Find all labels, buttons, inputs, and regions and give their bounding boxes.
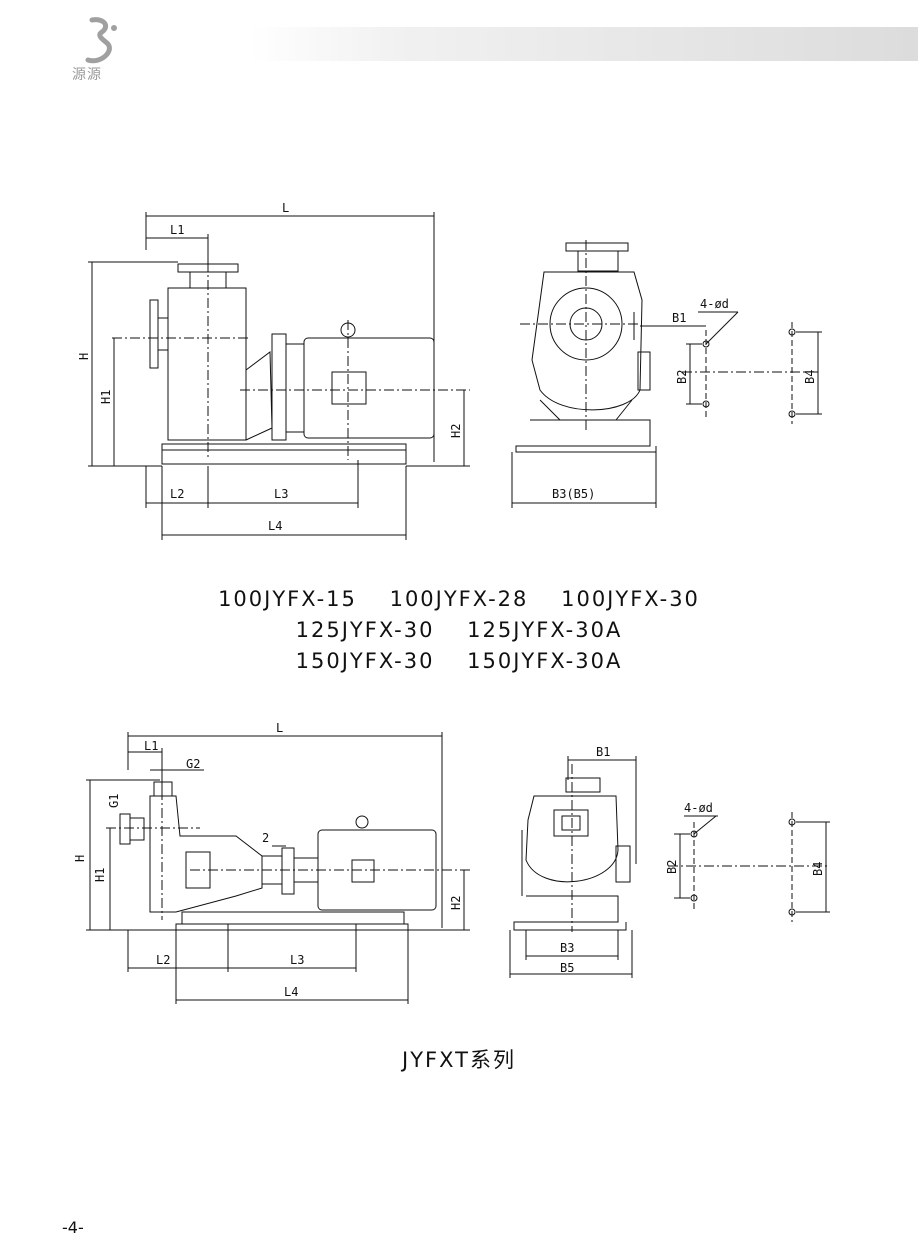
dim2-label-L2: L2 bbox=[156, 953, 170, 967]
dim2-label-B3: B3 bbox=[560, 941, 574, 955]
dim2-label-L: L bbox=[276, 721, 283, 735]
dim2-label-L4: L4 bbox=[284, 985, 298, 999]
dim2-label-two: 2 bbox=[262, 831, 269, 845]
dim2-label-H: H bbox=[73, 855, 87, 862]
dim-label-B3: B3(B5) bbox=[552, 487, 595, 501]
dim-label-H1: H1 bbox=[99, 390, 113, 404]
dim-label-B2: B2 bbox=[675, 370, 689, 384]
model-name: 100JYFX-15 bbox=[218, 587, 357, 611]
series-title: JYFXT系列 bbox=[402, 1048, 516, 1072]
pump-side-view-1 bbox=[88, 212, 470, 540]
dim2-label-B1: B1 bbox=[596, 745, 610, 759]
pump-front-view-1 bbox=[511, 240, 822, 508]
dim-label-H: H bbox=[77, 353, 91, 360]
pump-front-view-2 bbox=[509, 756, 830, 978]
dim-label-B1: B1 bbox=[672, 311, 686, 325]
dim2-label-H2: H2 bbox=[449, 896, 463, 910]
dim2-label-B4: B4 bbox=[811, 862, 825, 876]
model-row-2: 125JYFX-30 125JYFX-30A bbox=[0, 615, 918, 646]
model-name: 150JYFX-30 bbox=[295, 649, 435, 673]
dim2-label-G2: G2 bbox=[186, 757, 200, 771]
dim2-label-B5: B5 bbox=[560, 961, 574, 975]
dim2-label-L1: L1 bbox=[144, 739, 158, 753]
dim-label-L1: L1 bbox=[170, 223, 184, 237]
dim-label-H2: H2 bbox=[449, 424, 463, 438]
model-name: 125JYFX-30 bbox=[295, 618, 435, 642]
dim-label-L3: L3 bbox=[274, 487, 288, 501]
dim2-label-hole: 4-ød bbox=[684, 801, 713, 815]
dim2-label-B2: B2 bbox=[665, 860, 679, 874]
header-gradient-bar bbox=[250, 27, 918, 61]
dim-label-L2: L2 bbox=[170, 487, 184, 501]
logo-text: 源源 bbox=[72, 67, 102, 83]
dim2-label-H1: H1 bbox=[93, 868, 107, 882]
dim2-label-L3: L3 bbox=[290, 953, 304, 967]
model-name: 100JYFX-30 bbox=[561, 587, 700, 611]
model-name: 150JYFX-30A bbox=[467, 649, 623, 673]
dim-label-L: L bbox=[282, 201, 289, 215]
model-row-3: 150JYFX-30 150JYFX-30A bbox=[0, 646, 918, 677]
dim-label-hole: 4-ød bbox=[700, 297, 729, 311]
pump-side-view-2 bbox=[86, 732, 470, 1004]
company-logo-icon bbox=[85, 17, 117, 64]
model-name: 125JYFX-30A bbox=[467, 618, 623, 642]
model-name: 100JYFX-28 bbox=[389, 587, 529, 611]
dim2-label-G1: G1 bbox=[107, 794, 121, 808]
model-row-1: 100JYFX-15 100JYFX-28 100JYFX-30 bbox=[0, 584, 918, 615]
dim-label-L4: L4 bbox=[268, 519, 282, 533]
page-number: -4- bbox=[62, 1218, 84, 1237]
model-list: 100JYFX-15 100JYFX-28 100JYFX-30 125JYFX… bbox=[0, 584, 918, 677]
dim-label-B4: B4 bbox=[803, 370, 817, 384]
